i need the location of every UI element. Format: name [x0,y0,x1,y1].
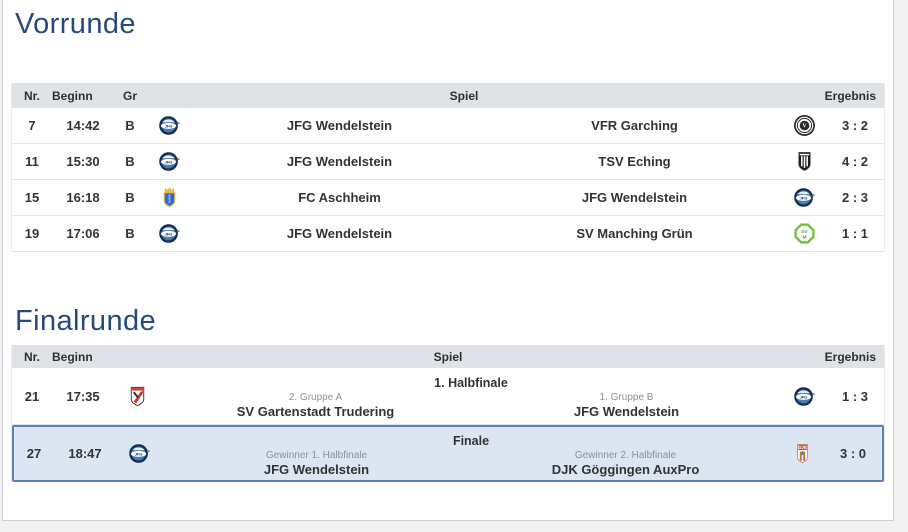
home-team-name: JFG Wendelstein [286,154,393,169]
match-start-time: 15:30 [66,154,100,169]
jfg-wendelstein-logo [793,186,816,209]
section-vorrunde: Vorrunde Nr. Beginn Gr Spiel Ergebnis 7 … [3,0,893,252]
home-team-name: JFG Wendelstein [286,226,393,241]
finalrunde-table: Nr. Beginn Spiel Ergebnis 21 17:35 1. Ha… [11,345,885,482]
finalrunde-table-header: Nr. Beginn Spiel Ergebnis [12,345,884,368]
match-block: 1. Halbfinale 2. Gruppe A SV Gartenstadt… [160,372,782,420]
stage-label: 1. Halbfinale [434,376,508,390]
away-logo-cell [782,222,826,245]
away-team-name: SV Manching Grün [576,226,693,241]
vorrunde-table-header: Nr. Beginn Gr Spiel Ergebnis [12,83,884,108]
jfg-wendelstein-logo [158,222,181,245]
match-result: 3 : 0 [839,446,866,461]
vorrunde-table: Nr. Beginn Gr Spiel Ergebnis 7 14:42 B J… [11,83,885,252]
fc-aschheim-logo [158,186,181,209]
column-header-nr: Nr. [23,88,40,103]
match-start-time: 17:35 [66,388,100,404]
away-logo-cell [782,114,826,137]
home-logo-cell [146,186,192,209]
match-result: 3 : 2 [841,118,868,133]
jfg-wendelstein-logo [158,150,181,173]
results-page: Vorrunde Nr. Beginn Gr Spiel Ergebnis 7 … [2,0,894,521]
jfg-wendelstein-logo [158,114,181,137]
match-group: B [125,190,135,205]
match-number: 21 [24,388,40,404]
match-start-time: 18:47 [68,446,102,461]
stage-label: Finale [452,433,490,448]
away-team-name: TSV Eching [598,154,671,169]
column-header-beginn: Beginn [52,88,93,103]
column-header-spiel: Spiel [449,88,479,103]
jfg-wendelstein-logo [793,385,816,408]
home-logo-cell [114,385,160,408]
home-team-name: JFG Wendelstein [263,461,370,477]
match-result: 2 : 3 [841,190,868,205]
match-number: 11 [25,154,39,169]
match-start-time: 16:18 [66,190,100,205]
column-header-nr: Nr. [23,349,40,364]
match-start-time: 14:42 [66,118,100,133]
vfr-garching-logo [793,114,816,137]
sv-manching-logo [793,222,816,245]
match-start-time: 17:06 [66,226,100,241]
section-finalrunde: Finalrunde Nr. Beginn Spiel Ergebnis 21 … [3,304,893,482]
home-team-name: JFG Wendelstein [286,118,393,133]
home-team-name: FC Aschheim [298,190,381,205]
away-logo-cell [782,385,826,408]
match-result: 4 : 2 [841,154,868,169]
match-row[interactable]: 15 16:18 B FC Aschheim JFG Wendelstein 2… [12,180,884,216]
column-header-ergebnis: Ergebnis [824,349,876,364]
home-logo-cell [116,442,162,465]
away-logo-cell [780,442,824,465]
sv-gartenstadt-trudering-logo [126,385,149,408]
match-group: B [125,118,135,133]
home-logo-cell [146,150,192,173]
home-logo-cell [146,114,192,137]
home-team-qualifier: Gewinner 1. Halbfinale [265,449,368,461]
column-header-beginn: Beginn [52,349,93,364]
match-number: 27 [26,446,42,461]
match-result: 1 : 3 [841,388,868,404]
match-row[interactable]: 11 15:30 B JFG Wendelstein TSV Eching 4 … [12,144,884,180]
match-group: B [125,226,135,241]
match-block: Finale Gewinner 1. Halbfinale JFG Wendel… [162,430,780,478]
match-result: 1 : 1 [841,226,868,241]
match-row-selected[interactable]: 27 18:47 Finale Gewinner 1. Halbfinale J… [12,425,884,482]
tsv-eching-logo [793,150,816,173]
away-team-qualifier: 1. Gruppe B [599,392,654,403]
home-team-name: SV Gartenstadt Trudering [236,404,395,419]
home-logo-cell [146,222,192,245]
match-number: 15 [24,190,40,205]
match-row[interactable]: 7 14:42 B JFG Wendelstein VFR Garching 3… [12,108,884,144]
match-number: 19 [24,226,40,241]
away-logo-cell [782,150,826,173]
jfg-wendelstein-logo [128,442,151,465]
column-header-spiel: Spiel [433,349,463,364]
away-team-qualifier: Gewinner 2. Halbfinale [574,449,677,461]
djk-goeggingen-logo [791,442,814,465]
match-number: 7 [28,118,36,133]
away-team-name: VFR Garching [591,118,678,133]
home-team-qualifier: 2. Gruppe A [288,392,343,403]
away-team-name: JFG Wendelstein [581,190,688,205]
match-group: B [125,154,135,169]
away-logo-cell [782,186,826,209]
column-header-gr: Gr [122,88,137,103]
vorrunde-title: Vorrunde [15,8,136,40]
column-header-ergebnis: Ergebnis [824,88,876,103]
away-team-name: JFG Wendelstein [573,404,680,419]
match-row[interactable]: 21 17:35 1. Halbfinale 2. Gruppe A SV Ga… [12,368,884,425]
away-team-name: DJK Göggingen AuxPro [551,461,700,477]
match-row[interactable]: 19 17:06 B JFG Wendelstein SV Manching G… [12,216,884,252]
finalrunde-title: Finalrunde [15,305,157,337]
